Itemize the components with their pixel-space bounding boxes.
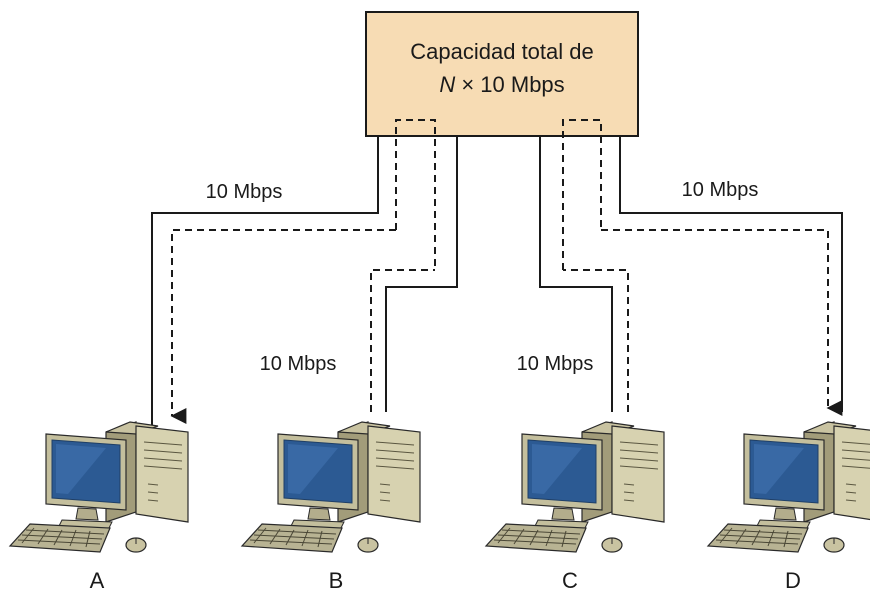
internal-path-ab <box>395 119 436 270</box>
link-c-solid <box>539 136 613 412</box>
capacity-label-line1: Capacidad total de <box>410 39 593 64</box>
desktop-computer-icon <box>241 421 421 553</box>
flow-b-to-a <box>172 229 435 416</box>
link-label-d: 10 Mbps <box>682 179 759 201</box>
desktop-computer-icon <box>485 421 665 553</box>
desktop-computer-icon <box>707 421 870 553</box>
internal-path-cd <box>562 119 602 270</box>
computer-label-a: A <box>90 568 105 593</box>
link-label-c: 10 Mbps <box>517 353 594 375</box>
computer-b <box>241 421 421 553</box>
computer-label-b: B <box>329 568 344 593</box>
link-d-solid <box>619 136 843 412</box>
switch-box <box>365 11 639 137</box>
desktop-computer-icon <box>9 421 189 553</box>
computer-c <box>485 421 665 553</box>
link-label-a: 10 Mbps <box>206 181 283 203</box>
link-label-b: 10 Mbps <box>260 353 337 375</box>
computer-label-c: C <box>562 568 578 593</box>
link-b-solid <box>385 136 458 412</box>
link-a-solid <box>151 136 379 425</box>
computer-a <box>9 421 189 553</box>
capacity-label-line2: N × 10 Mbps <box>439 72 564 97</box>
computer-label-d: D <box>785 568 801 593</box>
computer-d <box>707 421 870 553</box>
flow-c-to-d <box>563 229 828 412</box>
